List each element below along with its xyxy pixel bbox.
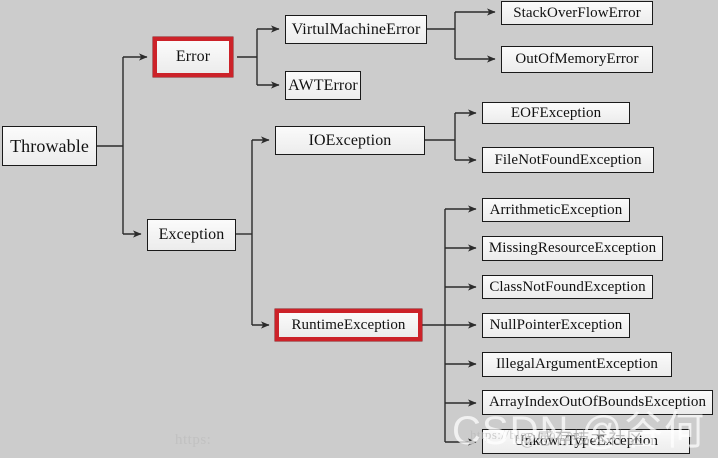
node-file-not-found-exception[interactable]: FileNotFoundException <box>482 147 654 173</box>
node-runtime-exception[interactable]: RuntimeException <box>275 309 422 341</box>
node-virtul-machine-error[interactable]: VirtulMachineError <box>285 15 427 44</box>
node-unkown-type-exception[interactable]: UnkownTypeException <box>482 429 690 454</box>
node-missing-resource-exception[interactable]: MissingResourceException <box>482 236 663 261</box>
node-error[interactable]: Error <box>153 37 233 77</box>
node-eof-exception[interactable]: EOFException <box>482 102 630 124</box>
node-illegal-argument-exception[interactable]: IllegalArgumentException <box>482 352 672 377</box>
node-exception[interactable]: Exception <box>147 219 236 251</box>
node-out-of-memory-error[interactable]: OutOfMemoryError <box>501 46 653 73</box>
node-throwable[interactable]: Throwable <box>2 126 97 166</box>
node-class-not-found-exception[interactable]: ClassNotFoundException <box>482 275 653 299</box>
node-null-pointer-exception[interactable]: NullPointerException <box>482 313 630 338</box>
node-array-index-out-of-bounds-exception[interactable]: ArrayIndexOutOfBoundsException <box>482 390 713 415</box>
node-arrithmetic-exception[interactable]: ArrithmeticException <box>482 198 630 222</box>
node-io-exception[interactable]: IOException <box>275 126 425 155</box>
node-stack-over-flow-error[interactable]: StackOverFlowError <box>501 1 653 25</box>
node-awt-error[interactable]: AWTError <box>285 71 361 100</box>
